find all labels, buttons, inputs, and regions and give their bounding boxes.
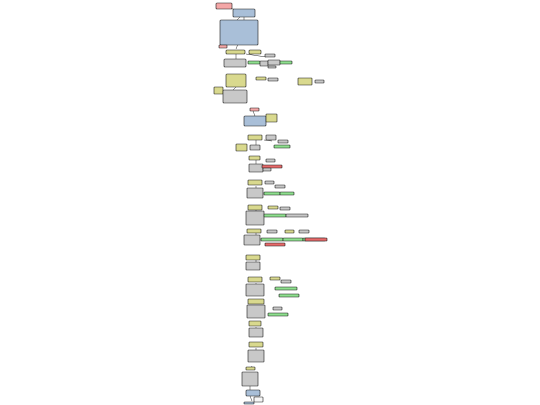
- note-node: [225, 73, 247, 88]
- decision-node: [248, 49, 262, 55]
- process-node: [265, 158, 276, 163]
- decision-node: [225, 49, 246, 55]
- yes-branch-node: [263, 191, 281, 196]
- process-node: [246, 187, 264, 199]
- decision-node: [284, 229, 295, 234]
- yes-branch-node: [273, 144, 291, 149]
- process-node: [298, 229, 310, 234]
- process-node: [267, 59, 281, 66]
- process-node: [243, 401, 255, 405]
- decision-node: [245, 366, 256, 371]
- yes-branch-node: [282, 237, 304, 242]
- process-node: [248, 327, 264, 338]
- process-node: [245, 210, 265, 226]
- decision-node: [245, 254, 261, 261]
- decision-node: [247, 204, 263, 211]
- decision-node: [246, 228, 262, 234]
- process-node: [245, 389, 261, 397]
- process-node: [280, 279, 292, 284]
- yes-branch-node: [278, 293, 300, 298]
- note-node: [265, 113, 278, 123]
- decision-node: [247, 276, 263, 283]
- decision-node: [248, 320, 262, 327]
- process-node: [243, 115, 267, 127]
- process-node: [272, 306, 283, 311]
- note-node: [235, 143, 248, 152]
- process-node: [285, 213, 309, 218]
- process-node: [241, 371, 259, 387]
- yes-branch-node: [263, 213, 287, 218]
- process-node: [277, 139, 289, 144]
- process-node: [267, 77, 279, 82]
- process-node: [264, 53, 276, 58]
- process-node: [267, 65, 277, 69]
- start-node: [215, 2, 233, 10]
- flowchart-nodes: [213, 2, 328, 405]
- process-node: [232, 8, 256, 18]
- process-node: [245, 261, 261, 271]
- process-node: [247, 349, 265, 363]
- process-node: [314, 79, 325, 84]
- process-node: [279, 206, 291, 211]
- no-branch-node: [304, 237, 328, 242]
- process-node: [248, 163, 264, 173]
- terminal-node: [249, 107, 260, 112]
- process-node: [274, 184, 286, 189]
- process-node: [266, 229, 278, 234]
- decision-node: [247, 298, 265, 305]
- decision-node: [297, 77, 313, 86]
- process-node: [245, 283, 265, 297]
- decision-node: [267, 205, 279, 210]
- yes-branch-node: [274, 286, 298, 291]
- process-node: [223, 58, 247, 68]
- process-node: [264, 180, 275, 185]
- decision-node: [247, 134, 263, 141]
- process-node: [259, 60, 269, 67]
- decision-node: [255, 76, 267, 81]
- process-node: [222, 89, 248, 104]
- yes-branch-node: [279, 191, 295, 196]
- process-node: [219, 19, 259, 46]
- end-node: [253, 396, 264, 403]
- no-branch-node: [264, 242, 286, 247]
- yes-branch-node: [247, 60, 261, 65]
- decision-node: [248, 341, 264, 348]
- decision-node: [248, 155, 261, 161]
- decision-node: [247, 179, 263, 186]
- yes-branch-node: [279, 60, 293, 65]
- terminal-node: [218, 44, 228, 49]
- process-node: [262, 167, 272, 172]
- process-node: [265, 134, 277, 141]
- note-node: [213, 86, 224, 95]
- yes-branch-node: [260, 237, 284, 242]
- process-node: [246, 304, 266, 319]
- no-branch-node: [261, 164, 283, 169]
- decision-node: [269, 276, 281, 281]
- process-node: [243, 234, 261, 246]
- process-node: [249, 144, 261, 151]
- yes-branch-node: [267, 312, 289, 317]
